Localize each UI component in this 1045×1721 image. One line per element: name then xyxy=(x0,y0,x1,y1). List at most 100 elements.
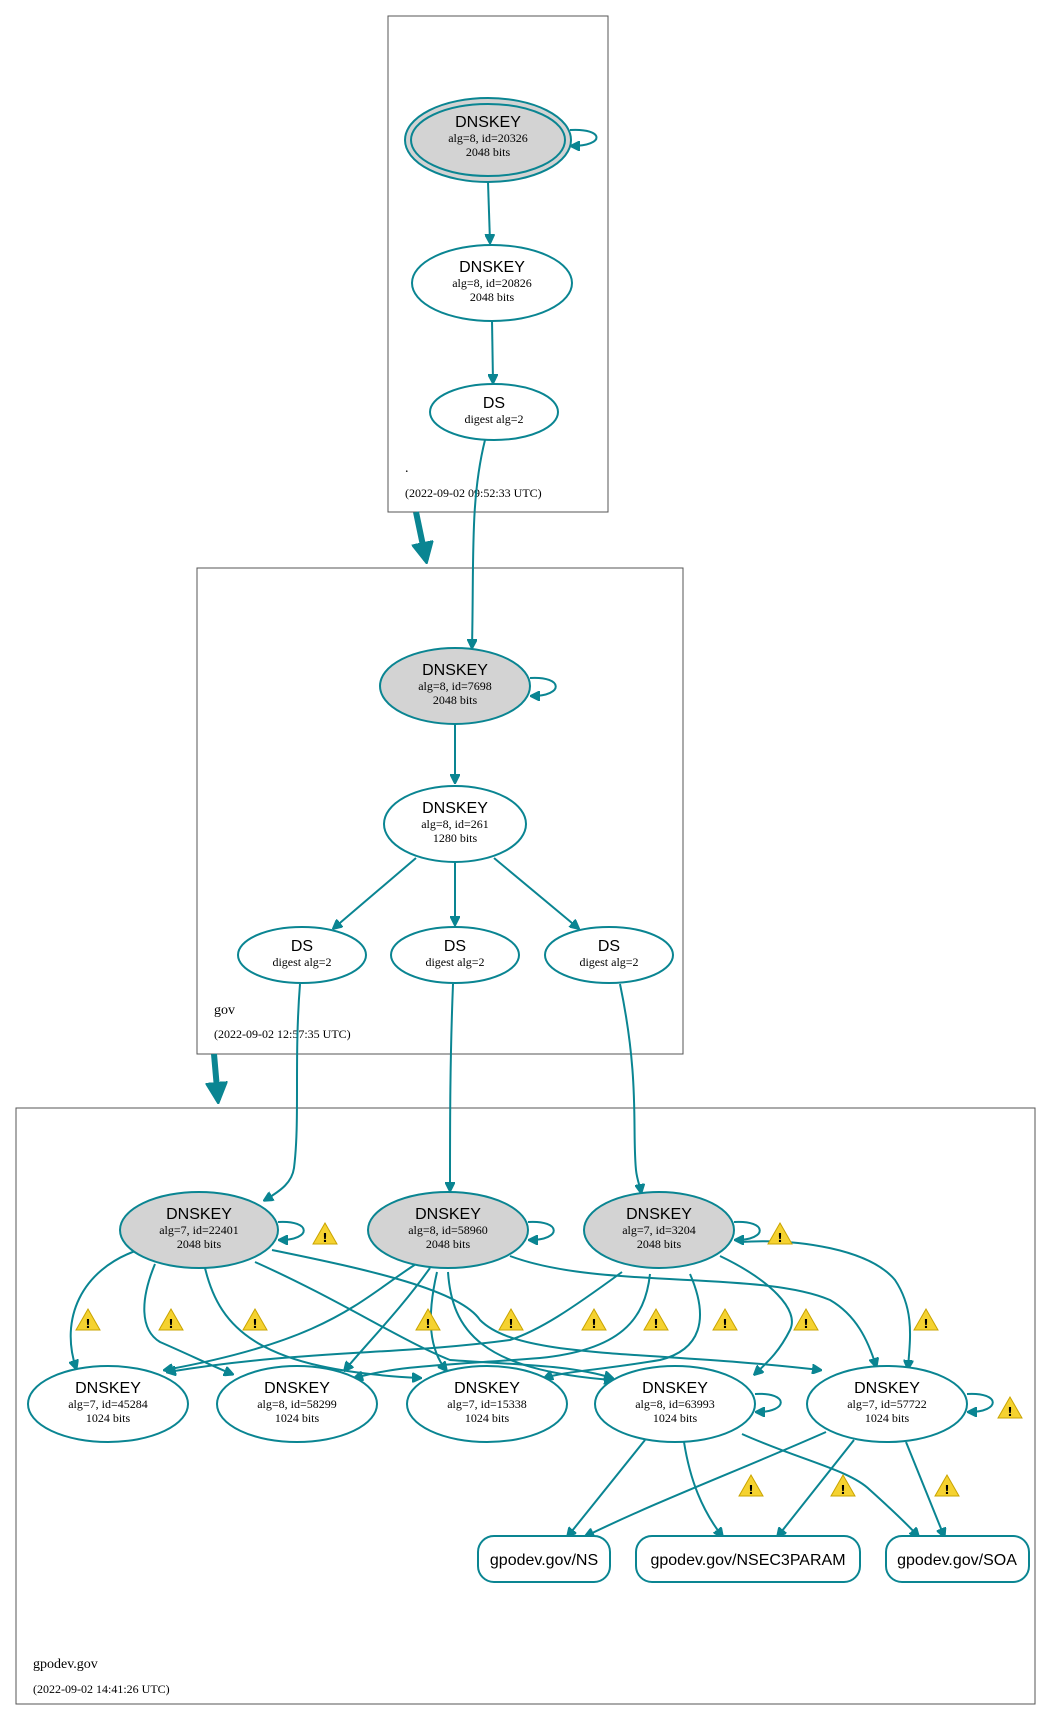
node-gp-k58960-title: DNSKEY xyxy=(415,1206,481,1223)
edge-k57722-soa xyxy=(905,1441,944,1536)
svg-text:!: ! xyxy=(1007,1405,1012,1419)
node-root-zsk[interactable]: DNSKEY alg=8, id=20826 2048 bits xyxy=(411,244,573,322)
node-gov-zsk[interactable]: DNSKEY alg=8, id=261 1280 bits xyxy=(383,785,527,863)
node-root-ksk[interactable]: DNSKEY alg=8, id=20326 2048 bits xyxy=(404,97,572,183)
node-root-ds-shape xyxy=(429,383,559,441)
svg-text:!: ! xyxy=(777,1231,782,1245)
warning-icon[interactable]: ! xyxy=(830,1473,856,1497)
node-gp-k45284[interactable]: DNSKEY alg=7, id=45284 1024 bits xyxy=(27,1365,189,1443)
edge-k58960-k58299 xyxy=(345,1267,431,1370)
rrset-nsec3param[interactable]: gpodev.gov/NSEC3PARAM xyxy=(635,1535,861,1583)
zone-gov-name: gov xyxy=(214,1003,235,1018)
node-gov-ds3-shape xyxy=(544,926,674,984)
node-gp-k22401-shape xyxy=(119,1191,279,1269)
node-gp-k15338[interactable]: DNSKEY alg=7, id=15338 1024 bits xyxy=(406,1365,568,1443)
warning-icon[interactable]: ! xyxy=(312,1221,338,1245)
node-gov-ksk-shape xyxy=(379,647,531,725)
node-gp-k3204[interactable]: DNSKEY alg=7, id=3204 2048 bits xyxy=(583,1191,735,1269)
warning-icon[interactable]: ! xyxy=(75,1307,101,1331)
node-gp-k3204-alg: alg=7, id=3204 xyxy=(622,1223,696,1237)
delegation-arrow-root-gov xyxy=(416,511,426,560)
edge-k22401-k58299 xyxy=(143,1263,232,1374)
edge-gov-zsk-ds1 xyxy=(334,857,417,928)
node-gp-k58960-alg: alg=8, id=58960 xyxy=(408,1223,488,1237)
warning-icon[interactable]: ! xyxy=(415,1307,441,1331)
node-root-ds-title: DS xyxy=(483,395,505,412)
svg-text:!: ! xyxy=(653,1317,658,1331)
node-gp-k22401[interactable]: DNSKEY alg=7, id=22401 2048 bits xyxy=(119,1191,279,1269)
edge-k58960-k57722 xyxy=(509,1255,876,1366)
node-gp-k22401-bits: 2048 bits xyxy=(177,1237,222,1251)
zone-gpodev: gpodev.gov (2022-09-02 14:41:26 UTC) xyxy=(15,1107,1036,1705)
zone-root-box xyxy=(387,15,609,513)
node-gp-k57722[interactable]: DNSKEY alg=7, id=57722 1024 bits xyxy=(806,1365,968,1443)
node-root-ksk-alg: alg=8, id=20326 xyxy=(448,131,528,145)
node-gp-k63993[interactable]: DNSKEY alg=8, id=63993 1024 bits xyxy=(594,1365,756,1443)
warning-icon[interactable]: ! xyxy=(738,1473,764,1497)
node-gov-zsk-bits: 1280 bits xyxy=(433,831,478,845)
node-root-zsk-bits: 2048 bits xyxy=(470,290,515,304)
self-sign-edge-root-ksk xyxy=(569,128,598,146)
edge-k63993-ns xyxy=(568,1439,646,1536)
warning-icon[interactable]: ! xyxy=(913,1307,939,1331)
node-gp-k57722-title: DNSKEY xyxy=(854,1380,920,1397)
warning-icon[interactable]: ! xyxy=(767,1221,793,1245)
edge-k3204-k15338 xyxy=(545,1273,701,1378)
warning-icon[interactable]: ! xyxy=(997,1395,1023,1419)
warning-icon[interactable]: ! xyxy=(712,1307,738,1331)
svg-text:!: ! xyxy=(748,1483,753,1497)
node-gp-k58960[interactable]: DNSKEY alg=8, id=58960 2048 bits xyxy=(367,1191,529,1269)
rrset-soa[interactable]: gpodev.gov/SOA xyxy=(885,1535,1030,1583)
node-gov-ksk[interactable]: DNSKEY alg=8, id=7698 2048 bits xyxy=(379,647,531,725)
edge-root-ksk-zsk xyxy=(488,181,490,242)
svg-text:!: ! xyxy=(508,1317,513,1331)
warning-icon[interactable]: ! xyxy=(498,1307,524,1331)
self-sign-edge-k63993 xyxy=(754,1392,782,1412)
node-gov-zsk-alg: alg=8, id=261 xyxy=(421,817,489,831)
warning-icon[interactable]: ! xyxy=(934,1473,960,1497)
node-gov-ds1[interactable]: DS digest alg=2 xyxy=(237,926,367,984)
warning-icon[interactable]: ! xyxy=(581,1307,607,1331)
node-gp-k58299[interactable]: DNSKEY alg=8, id=58299 1024 bits xyxy=(216,1365,378,1443)
rrset-nsec3param-shape xyxy=(635,1535,861,1583)
node-root-zsk-shape xyxy=(411,244,573,322)
edge-k58960-k45284 xyxy=(165,1263,417,1370)
node-gp-k3204-shape xyxy=(583,1191,735,1269)
svg-text:!: ! xyxy=(840,1483,845,1497)
node-gp-k15338-title: DNSKEY xyxy=(454,1380,520,1397)
node-gp-k58299-alg: alg=8, id=58299 xyxy=(257,1397,337,1411)
node-gp-k45284-title: DNSKEY xyxy=(75,1380,141,1397)
node-gov-zsk-title: DNSKEY xyxy=(422,800,488,817)
self-sign-edge-gov-ksk xyxy=(529,676,557,696)
node-gp-k15338-alg: alg=7, id=15338 xyxy=(447,1397,527,1411)
node-gov-ds2[interactable]: DS digest alg=2 xyxy=(390,926,520,984)
edges xyxy=(71,128,994,1536)
node-gp-k63993-shape xyxy=(594,1365,756,1443)
edge-k57722-ns xyxy=(586,1431,827,1536)
node-gov-ds2-title: DS xyxy=(444,938,466,955)
node-root-ds[interactable]: DS digest alg=2 xyxy=(429,383,559,441)
node-root-zsk-alg: alg=8, id=20826 xyxy=(452,276,532,290)
edge-root-zsk-ds xyxy=(492,319,493,382)
self-sign-edge-k3204 xyxy=(733,1220,761,1240)
rrset-ns[interactable]: gpodev.gov/NS xyxy=(477,1535,611,1583)
warning-icon[interactable]: ! xyxy=(158,1307,184,1331)
warning-icon[interactable]: ! xyxy=(793,1307,819,1331)
edge-k3204-k58299 xyxy=(355,1273,651,1378)
svg-text:!: ! xyxy=(425,1317,430,1331)
svg-text:!: ! xyxy=(803,1317,808,1331)
rrset-nsec3param-label: gpodev.gov/NSEC3PARAM xyxy=(650,1552,845,1569)
svg-text:!: ! xyxy=(944,1483,949,1497)
warning-icon[interactable]: ! xyxy=(242,1307,268,1331)
node-gov-ds3[interactable]: DS digest alg=2 xyxy=(544,926,674,984)
node-gov-ds2-shape xyxy=(390,926,520,984)
svg-text:!: ! xyxy=(85,1317,90,1331)
node-gov-ksk-title: DNSKEY xyxy=(422,662,488,679)
node-gov-ksk-alg: alg=8, id=7698 xyxy=(418,679,492,693)
edge-k63993-nsec3param xyxy=(683,1441,722,1536)
node-gov-ds3-digest: digest alg=2 xyxy=(579,955,638,969)
warning-icon[interactable]: ! xyxy=(643,1307,669,1331)
zone-root-name: . xyxy=(405,461,409,476)
zone-gov: gov (2022-09-02 12:57:35 UTC) xyxy=(196,567,684,1055)
